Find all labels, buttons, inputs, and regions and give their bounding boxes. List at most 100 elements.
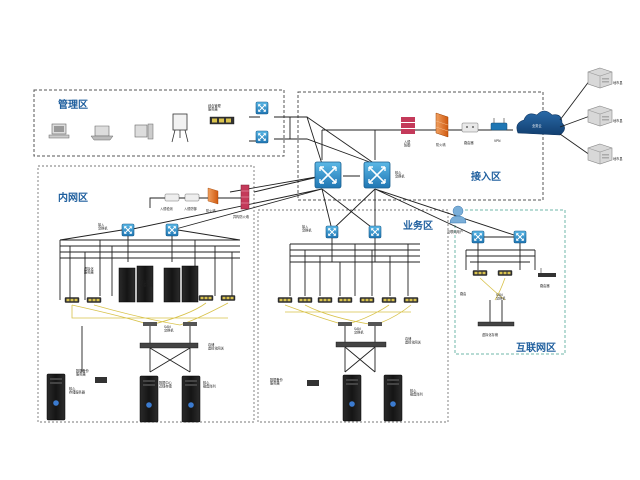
internal-storage-cabinet-2-icon — [139, 375, 159, 423]
internal-storage-label: 存储虚拟化网关 — [208, 342, 225, 351]
internet-rack-unit-1-icon — [472, 270, 488, 276]
internal-backup-server — [95, 377, 107, 383]
internal-grid-wires — [59, 229, 241, 300]
vpn-label: VPN — [494, 139, 501, 143]
business-bottom-cab-label: 核心磁盘阵列 — [410, 388, 423, 397]
business-storage-label: 存储虚拟化网关 — [405, 336, 422, 345]
business-rack-unit-2-icon — [297, 297, 313, 303]
management-zone-label: 管理区 — [58, 98, 88, 111]
access-zone-label: 接入区 — [471, 170, 501, 183]
internet-rack-unit-2-icon — [497, 270, 513, 276]
ids-label: 入侵检测 — [160, 206, 173, 211]
business-rack-unit-4-icon — [337, 297, 353, 303]
hetero-firewall-icon — [240, 184, 250, 210]
internet-device-r-label: 路由 — [460, 291, 466, 296]
business-storage-cabinet-2-icon — [383, 374, 403, 422]
business-zone-label: 业务区 — [403, 219, 433, 232]
internet-router-label: 路由器 — [540, 283, 550, 288]
business-san-switches — [338, 322, 382, 326]
management-devices: 综合管理服务器 — [48, 101, 269, 144]
internal-agg-switch-label: 接入交换机 — [98, 222, 108, 231]
internal-rack-unit-2-icon — [86, 297, 102, 303]
business-backup-label: 数据备份服务器 — [270, 377, 284, 386]
mgmt-server-label: 综合管理服务器 — [208, 103, 222, 112]
ips-device-internal-icon — [184, 193, 200, 202]
internet-switch-1-icon — [471, 230, 485, 244]
business-rack-unit-1-icon — [277, 297, 293, 303]
ips-device-icon — [401, 117, 415, 134]
remote-server-3-icon — [587, 143, 613, 165]
internet-storage-device — [477, 321, 515, 327]
remote-server-2-icon — [587, 105, 613, 127]
internet-zone-border — [454, 209, 566, 355]
hetero-firewall-label: 异构防火墙 — [233, 214, 250, 219]
internal-rack-unit-4-icon — [220, 295, 236, 301]
internet-storage-wires — [489, 300, 503, 322]
admin-workstation-icon — [48, 123, 70, 139]
vpn-icon — [490, 118, 508, 131]
internal-agg-switch-2-icon — [165, 223, 179, 237]
management-zone-border — [33, 89, 285, 157]
remote-server-1-label: 地市县 — [613, 80, 623, 85]
internal-bottom-mid-label: 数据中心近线存储 — [159, 380, 173, 389]
business-agg-switch-2-icon — [368, 225, 382, 239]
ips-internal-label: 入侵防御 — [184, 206, 197, 211]
business-storage-cabinet-1-icon — [342, 374, 362, 422]
core-switch-left-icon — [314, 161, 342, 189]
business-rack-unit-6-icon — [381, 297, 397, 303]
mgmt-server-rack: 综合管理服务器 — [208, 103, 235, 125]
internet-cloud-icon: 业务云 — [516, 110, 565, 136]
core-switch-right-icon — [363, 161, 391, 189]
internet-grid-wires — [465, 236, 536, 270]
business-storage-wires — [344, 326, 376, 373]
internet-user-icon — [449, 205, 467, 224]
router-label: 路由器 — [464, 140, 474, 145]
ips-label: 入侵防御 — [404, 139, 411, 148]
remote-server-2-label: 地市县 — [613, 118, 623, 123]
internal-rack-unit-1-icon — [64, 297, 80, 303]
laptop-icon — [90, 125, 114, 141]
internal-storage-gateway — [139, 342, 199, 349]
business-storage-gateway — [335, 341, 387, 348]
internal-storage-cabinet-3-icon — [181, 375, 201, 423]
business-agg-switch-label: 接入交换机 — [302, 224, 312, 233]
internal-zone-label: 内网区 — [58, 191, 88, 204]
remote-server-1-icon — [587, 67, 613, 89]
internal-bottom-right-label: 核心磁盘阵列 — [203, 380, 216, 389]
internal-rack-unit-3-icon — [198, 295, 214, 301]
mgmt-switch-1-icon — [255, 101, 269, 115]
ids-device-icon — [164, 193, 180, 202]
business-grid-wires — [289, 238, 420, 296]
firewall-label: 防火墙 — [436, 142, 446, 147]
internet-user-label: 互联网用户 — [447, 229, 463, 234]
access-zone-border — [297, 91, 544, 201]
firewall-icon — [435, 112, 449, 138]
mgmt-switch-2-icon — [255, 130, 269, 144]
internal-backup-label: 数据备份服务器 — [76, 368, 90, 377]
internal-agg-switch-1-icon — [121, 223, 135, 237]
business-zone-border — [257, 209, 449, 423]
business-agg-switch-1-icon — [325, 225, 339, 239]
business-rack-unit-5-icon — [359, 297, 375, 303]
presentation-board-icon — [171, 113, 189, 143]
internal-firewall-icon — [207, 187, 219, 205]
internal-firewall-label: 防火墙 — [206, 208, 216, 213]
internal-storage-cabinet-1-icon — [46, 373, 66, 421]
router-icon — [461, 122, 479, 133]
cloud-to-servers-wires — [559, 79, 591, 156]
internal-san-switches — [143, 322, 197, 326]
business-yellow-fiber — [284, 304, 412, 326]
business-backup-server — [307, 380, 319, 386]
internal-yellow-fiber — [71, 302, 229, 326]
internet-switch-2-icon — [513, 230, 527, 244]
internal-virt-label: 虚拟化服务器 — [84, 266, 94, 275]
desktop-pc-icon — [134, 123, 154, 140]
internal-core-db-cabinets — [118, 265, 199, 303]
internet-zone-label: 互联网区 — [516, 341, 556, 354]
remote-server-3-label: 地市县 — [613, 156, 623, 161]
